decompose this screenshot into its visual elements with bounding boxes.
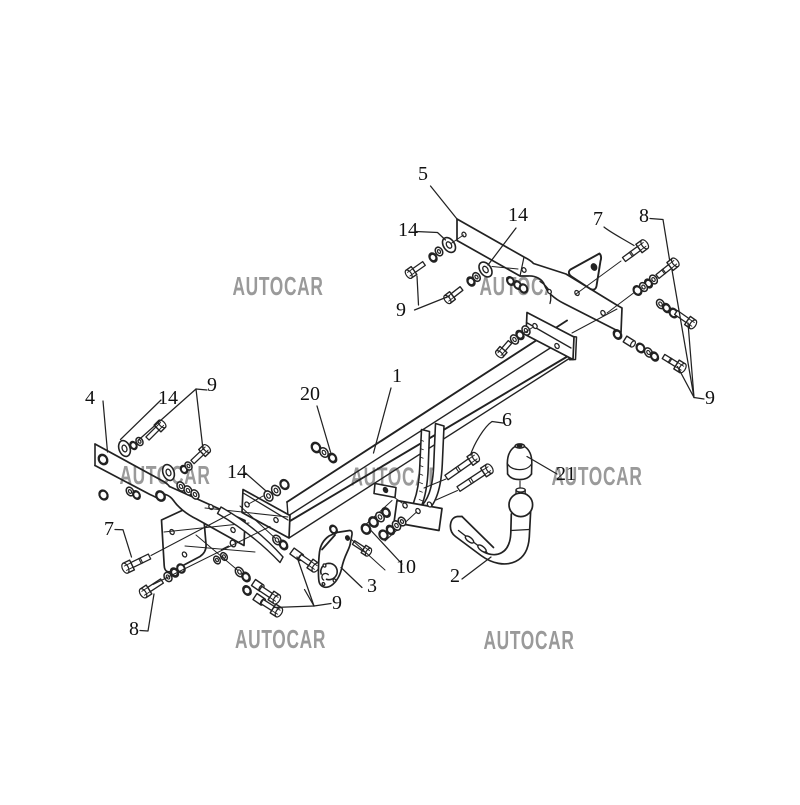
svg-text:AUTOCAR: AUTOCAR <box>232 272 323 301</box>
svg-text:7: 7 <box>593 208 603 230</box>
svg-text:10: 10 <box>396 556 416 578</box>
svg-text:AUTOCAR: AUTOCAR <box>483 626 574 655</box>
svg-text:20: 20 <box>300 383 320 405</box>
svg-text:1: 1 <box>392 365 402 387</box>
svg-text:7: 7 <box>104 518 114 540</box>
svg-text:9: 9 <box>705 387 715 409</box>
svg-text:14: 14 <box>508 204 528 226</box>
svg-text:AUTOCAR: AUTOCAR <box>235 625 326 654</box>
svg-text:AUTOCAR: AUTOCAR <box>551 462 642 491</box>
svg-text:3: 3 <box>367 575 377 597</box>
svg-text:5: 5 <box>418 163 428 185</box>
svg-text:8: 8 <box>129 618 139 640</box>
svg-text:14: 14 <box>398 219 418 241</box>
svg-text:8: 8 <box>639 205 649 227</box>
svg-text:2: 2 <box>450 565 460 587</box>
svg-text:4: 4 <box>85 387 95 409</box>
svg-text:14: 14 <box>158 387 178 409</box>
svg-text:9: 9 <box>396 299 406 321</box>
svg-text:9: 9 <box>332 592 342 614</box>
svg-text:21: 21 <box>556 463 576 485</box>
svg-text:6: 6 <box>502 409 512 431</box>
svg-text:9: 9 <box>207 374 217 396</box>
svg-text:14: 14 <box>227 461 247 483</box>
